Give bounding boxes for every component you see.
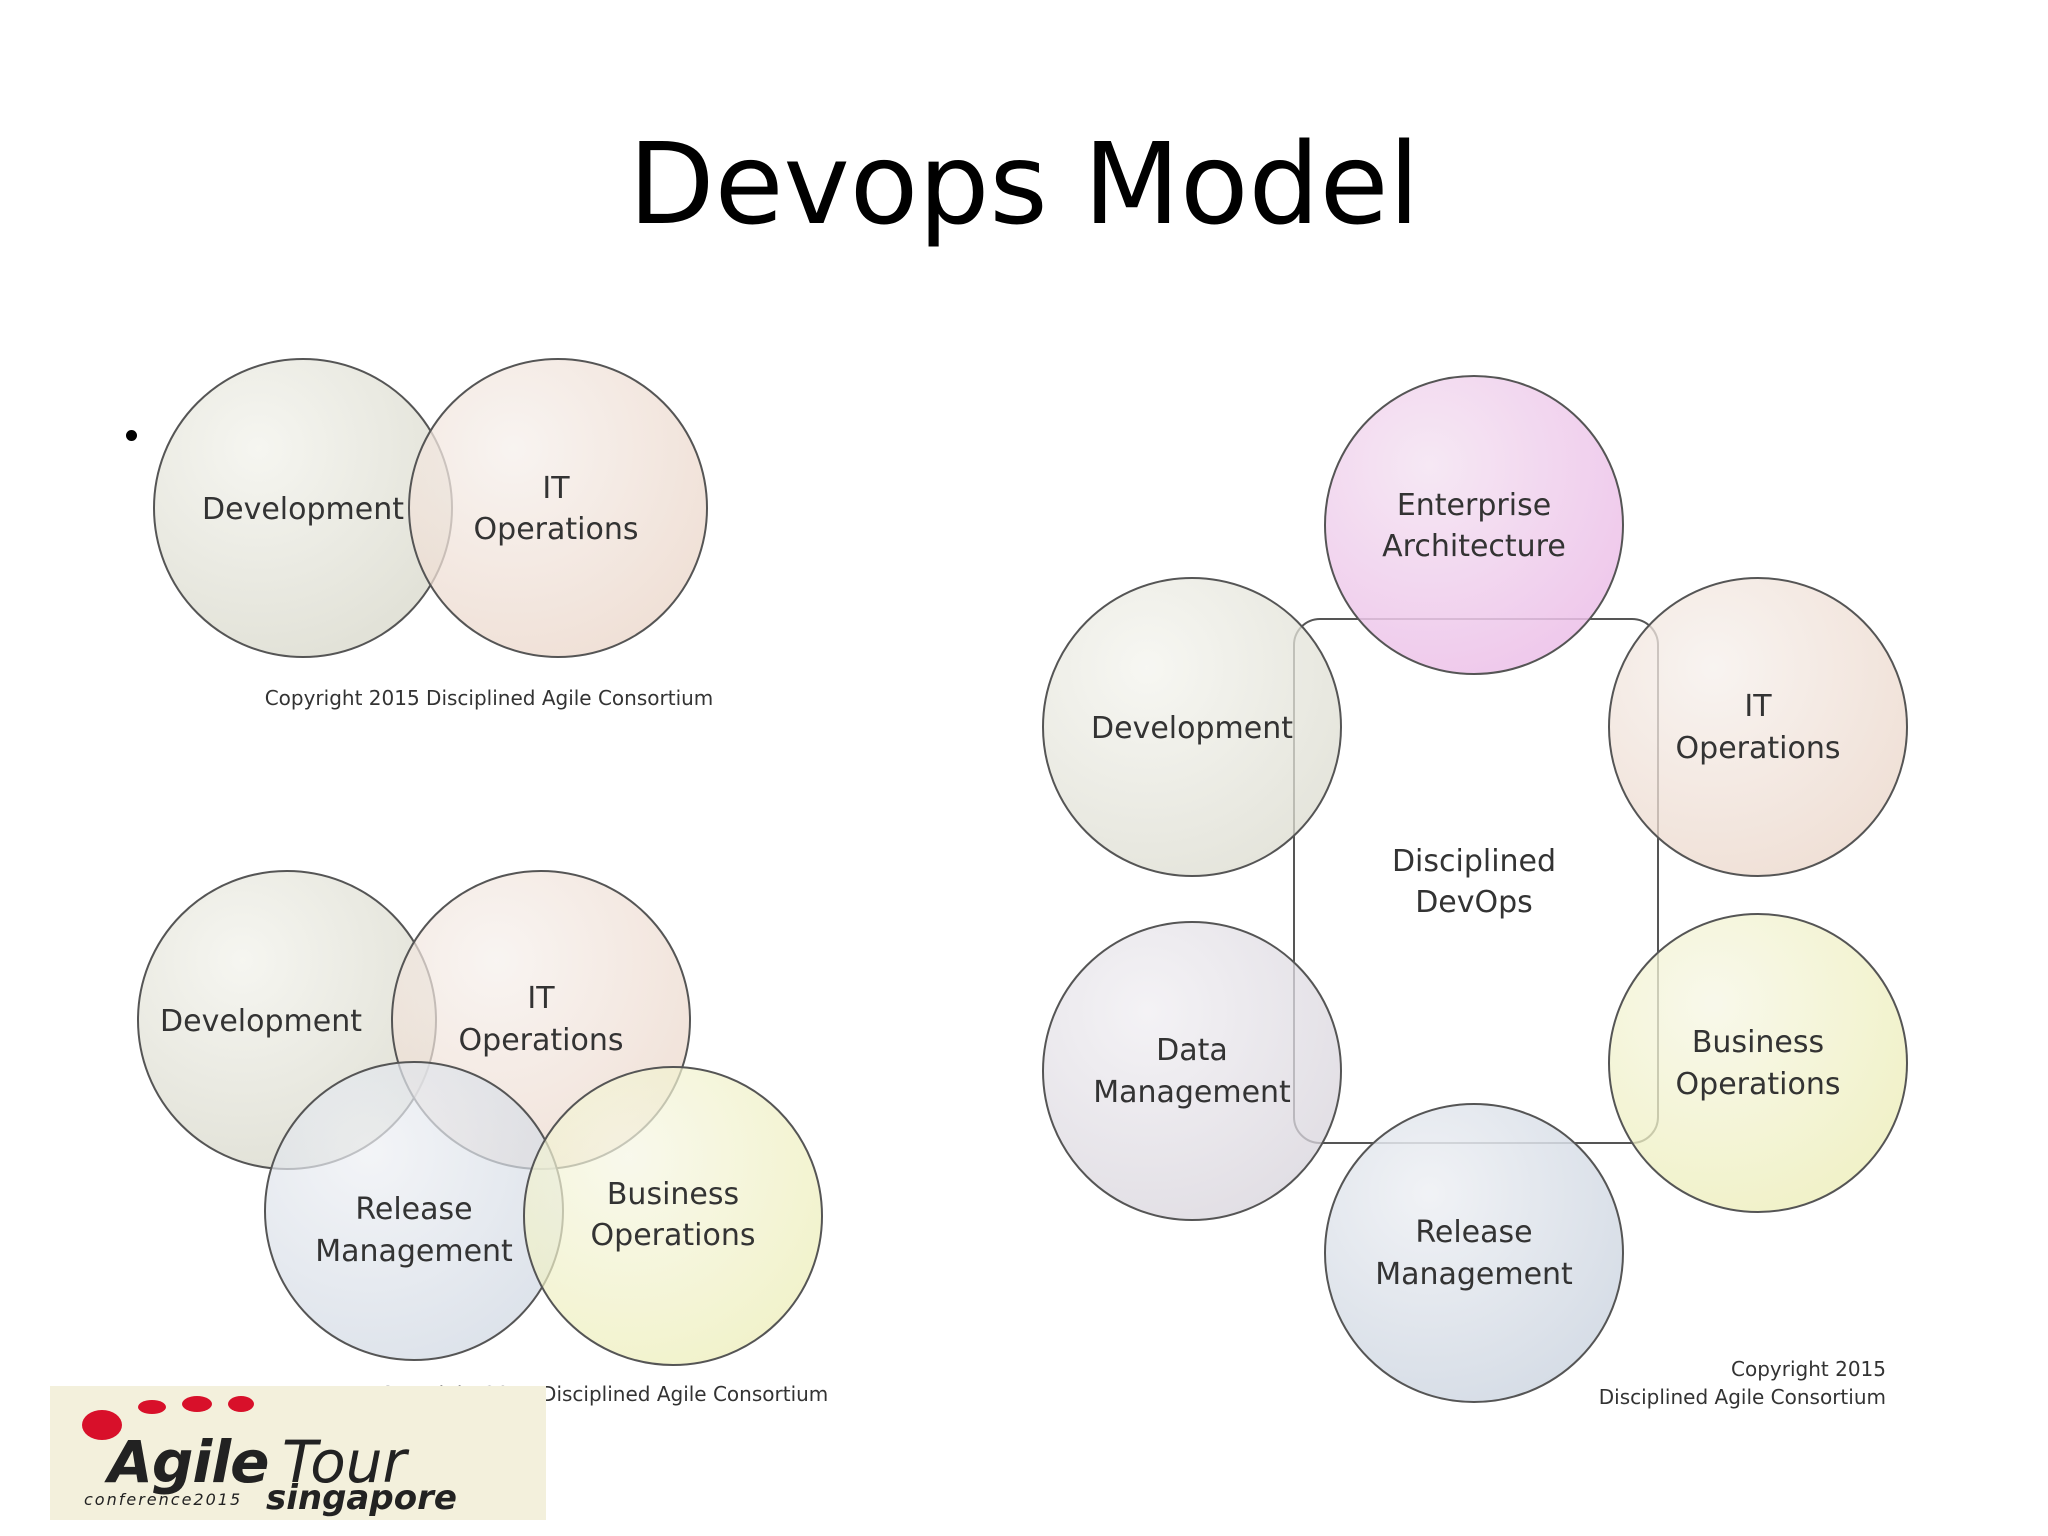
circle-data-management [1042,921,1342,1221]
label-it: IT [527,981,555,1016]
circle-business-operations [1608,913,1908,1213]
label-business: Business [607,1177,739,1212]
center-label-disciplined: Disciplined [1392,844,1556,879]
label-business: Business [1692,1025,1824,1060]
label-development: Development [160,1004,362,1039]
logo-dot [228,1396,254,1412]
logo-conference: conference2015 [84,1490,243,1509]
circle-release-management [1324,1103,1624,1403]
bullet-point [126,430,137,441]
logo-dot [138,1400,166,1414]
label-operations: Operations [474,512,639,547]
label-development: Development [202,492,404,527]
label-operations: Operations [1676,1067,1841,1102]
label-architecture: Architecture [1382,529,1566,564]
circle-it-operations [408,358,708,658]
devops-frame [1293,618,1659,1144]
center-label-devops: DevOps [1415,885,1533,920]
diagram-disciplined-devops: Enterprise Architecture Development IT O… [1042,375,1908,1409]
diagram-dev-ops-pair: Development IT Operations Copyright 2015… [153,358,714,710]
label-release: Release [1415,1215,1532,1250]
slide-title: Devops Model [628,120,1420,250]
logo-dot [182,1396,212,1412]
agile-tour-logo: Agile Tour conference2015 singapore [50,1386,546,1520]
logo-agile: Agile [108,1428,270,1496]
label-data: Data [1156,1033,1228,1068]
logo-tour: Tour [282,1428,407,1496]
circle-enterprise-architecture [1324,375,1624,675]
label-management: Management [1375,1257,1573,1292]
label-it: IT [542,471,570,506]
label-management: Management [315,1234,513,1269]
copyright-large-line1: Copyright 2015 [1731,1357,1886,1381]
label-enterprise: Enterprise [1397,488,1551,523]
label-release: Release [355,1192,472,1227]
circle-business-operations [523,1066,823,1366]
circle-it-operations [1608,577,1908,877]
logo-singapore: singapore [266,1478,457,1518]
diagram-four-areas: Development IT Operations Release Manage… [137,870,828,1406]
label-operations: Operations [1676,731,1841,766]
label-operations: Operations [459,1023,624,1058]
label-management: Management [1093,1075,1291,1110]
label-it: IT [1744,689,1772,724]
label-operations: Operations [591,1218,756,1253]
copyright-small: Copyright 2015 Disciplined Agile Consort… [265,686,714,710]
logo-dot [82,1410,122,1440]
circle-development [1042,577,1342,877]
label-development: Development [1091,711,1293,746]
copyright-large-line2: Disciplined Agile Consortium [1599,1385,1886,1409]
